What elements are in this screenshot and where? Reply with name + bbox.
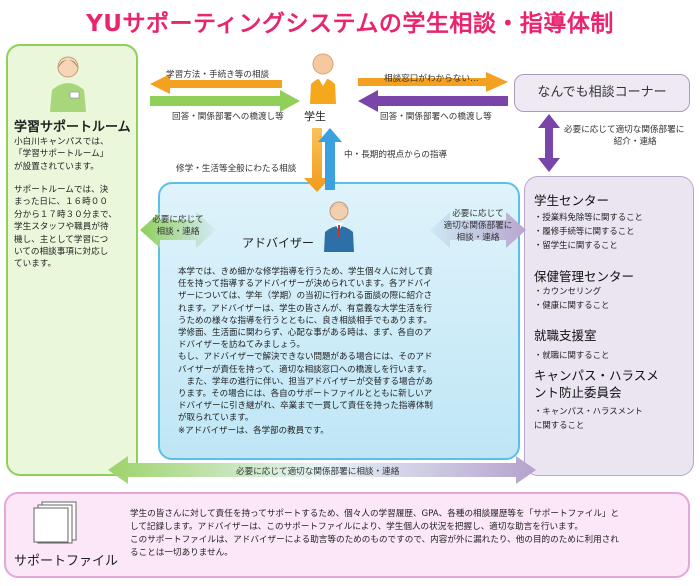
arrow-bottom-long: [108, 456, 536, 484]
consultation-corner-box: なんでも相談コーナー: [514, 74, 690, 112]
label-left-link: 必要に応じて 相談・連絡: [152, 215, 204, 237]
study-room-para1: 小白川キャンパスでは、 「学習サポートルーム」 が設置されています。: [14, 137, 109, 172]
arrow-purple-vertical: [538, 114, 560, 172]
support-file-label: サポートファイル: [14, 554, 119, 569]
label-right-link: 必要に応じて 適切な関係部署に 相談・連絡: [443, 209, 513, 243]
label-right-top: 相談窓口がわからない…: [384, 74, 479, 84]
arrow-green-to-student: [150, 90, 300, 112]
label-left-top: 学習方法・手続き等の相談: [166, 70, 270, 80]
health-center-heading: 保健管理センター: [534, 269, 635, 284]
student-figure-icon: [310, 53, 336, 104]
adviser-description: 本学では、きめ細かな修学指導を行うため、学生個々人に対して責 任を持って指導する…: [178, 267, 434, 436]
adviser-label: アドバイザー: [242, 236, 315, 250]
adviser-figure-icon: [324, 201, 354, 252]
offices-panel: [524, 176, 694, 476]
support-file-text: 学生の皆さんに対して責任を持ってサポートするため、個々人の学習履歴、GPA、各種…: [130, 509, 620, 558]
arrow-orange-to-room: [150, 74, 282, 94]
support-file-icon: [33, 501, 77, 544]
harassment-heading: キャンパス・ハラスメ ント防止委員会: [534, 368, 659, 400]
label-left-bottom: 回答・関係部署への橋渡し等: [172, 112, 284, 122]
arrow-room-adviser: [140, 212, 216, 248]
label-right-bottom: 回答・関係部署への橋渡し等: [380, 112, 492, 122]
label-bottom-link: 必要に応じて適切な関係部署に相談・連絡: [236, 467, 400, 477]
study-support-room-panel: [6, 44, 138, 476]
career-items: ・就職に関すること: [534, 350, 610, 360]
label-up: 中・長期的視点からの指導: [344, 150, 448, 160]
support-file-panel: [4, 492, 690, 578]
career-heading: 就職支援室: [534, 328, 597, 343]
student-label: 学生: [304, 110, 326, 123]
arrow-blue-up: [318, 128, 342, 190]
label-corner-link: 必要に応じて適切な関係部署に 紹介・連絡: [564, 125, 685, 147]
staff-figure-icon: [50, 56, 86, 112]
page-title: YUサポーティングシステムの学生相談・指導体制: [86, 11, 614, 37]
arrow-orange-to-corner: [358, 72, 508, 92]
harassment-items: ・キャンパス・ハラスメント に関すること: [534, 406, 643, 430]
study-room-heading: 学習サポートルーム: [14, 120, 131, 135]
arrow-adviser-offices: [430, 212, 526, 248]
student-center-items: ・授業料免除等に関すること ・履修手続等に関すること ・留学生に関すること: [534, 212, 643, 250]
label-down: 修学・生活等全般にわたる相談: [176, 164, 297, 174]
study-room-para2: サポートルームでは、決 まった日に、１６時００ 分から１７時３０分まで、 学生ス…: [14, 185, 117, 270]
student-center-heading: 学生センター: [534, 193, 610, 208]
arrow-purple-to-student: [358, 90, 508, 112]
consultation-corner-label: なんでも相談コーナー: [537, 85, 667, 100]
arrow-orange-down: [304, 128, 330, 192]
health-center-items: ・カウンセリング ・健康に関すること: [534, 286, 610, 310]
